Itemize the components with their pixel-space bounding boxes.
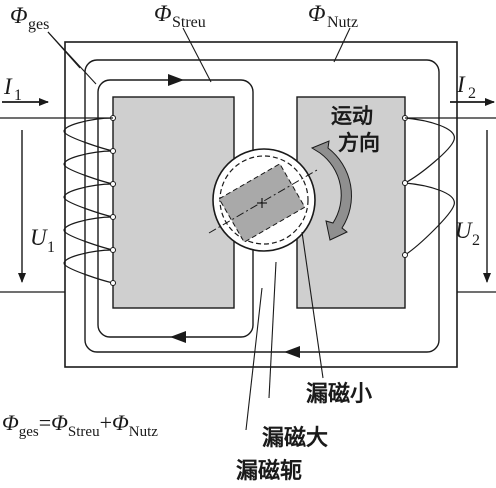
u1-symbol: U bbox=[30, 225, 48, 250]
rotor-axis bbox=[208, 169, 318, 234]
leader-lines bbox=[47, 27, 351, 431]
i1-label: I 1 bbox=[3, 74, 22, 104]
formula-term1: Φ bbox=[51, 410, 68, 435]
flux-formula: Φges=ΦStreu+ΦNutz bbox=[2, 410, 158, 440]
secondary-winding bbox=[404, 117, 455, 256]
u1-label: U 1 bbox=[30, 225, 55, 256]
phi-nutz-label: Φ Nutz bbox=[308, 1, 358, 31]
i1-subscript: 1 bbox=[14, 87, 22, 104]
flux-arrow-left-bottom bbox=[170, 331, 186, 343]
flux-arrow-right-bottom bbox=[284, 346, 300, 358]
leak-small-label: 漏磁小 bbox=[306, 381, 372, 407]
formula-term2-sub: Nutz bbox=[129, 424, 159, 440]
i2-symbol: I bbox=[456, 72, 466, 97]
phi-streu-subscript: Streu bbox=[172, 14, 206, 31]
phi-nutz-symbol: Φ bbox=[308, 1, 326, 26]
phi-nutz-subscript: Nutz bbox=[327, 14, 358, 31]
primary-winding bbox=[63, 117, 114, 284]
leak-yoke-label: 漏磁轭 bbox=[236, 458, 302, 484]
motion-arrow-icon bbox=[310, 140, 352, 241]
phi-ges-subscript: ges bbox=[28, 16, 49, 33]
formula-lhs-sub: ges bbox=[19, 424, 39, 440]
formula-term2: Φ bbox=[112, 410, 129, 435]
i2-subscript: 2 bbox=[468, 85, 476, 102]
phi-streu-symbol: Φ bbox=[154, 1, 172, 26]
flux-formula-text: Φges=ΦStreu+ΦNutz bbox=[2, 410, 158, 440]
flux-arrow-top bbox=[168, 74, 184, 86]
formula-term1-sub: Streu bbox=[68, 424, 100, 440]
u2-subscript: 2 bbox=[472, 232, 480, 249]
phi-streu-label: Φ Streu bbox=[154, 1, 206, 31]
phi-ges-label: Φ ges bbox=[10, 3, 49, 33]
i2-label: I 2 bbox=[456, 72, 476, 102]
u1-subscript: 1 bbox=[47, 239, 55, 256]
secondary-winding-terminals bbox=[402, 115, 408, 258]
phi-ges-symbol: Φ bbox=[10, 3, 28, 28]
primary-winding-terminals bbox=[110, 115, 116, 286]
flux-ges-loop bbox=[84, 59, 440, 353]
motion-direction-label-line2: 方向 bbox=[338, 131, 380, 155]
leak-large-label: 漏磁大 bbox=[262, 425, 328, 451]
motion-direction-label-line1: 运动 bbox=[331, 104, 373, 128]
formula-eq: = bbox=[39, 410, 51, 435]
u2-label: U 2 bbox=[455, 218, 480, 249]
i1-symbol: I bbox=[3, 74, 13, 99]
formula-lhs: Φ bbox=[2, 410, 19, 435]
formula-plus: + bbox=[100, 410, 112, 435]
u2-symbol: U bbox=[455, 218, 473, 243]
